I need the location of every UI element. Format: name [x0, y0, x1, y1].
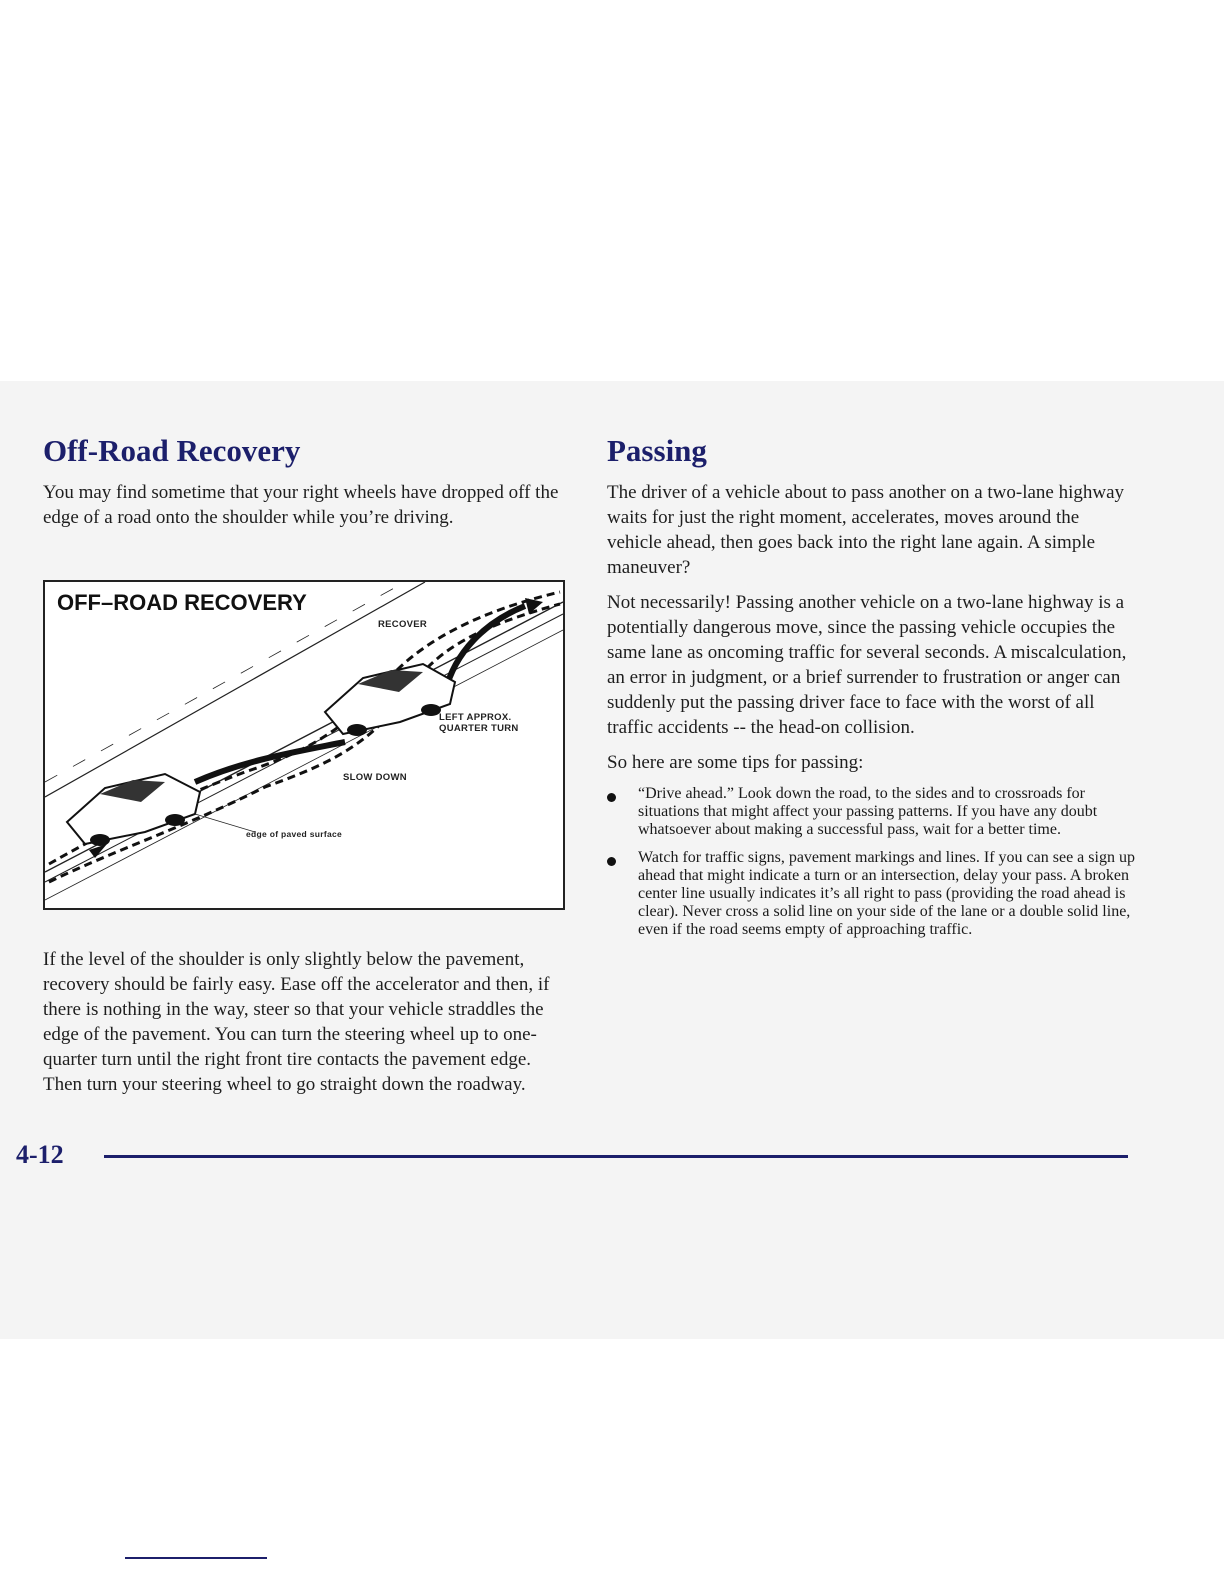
label-left-approx: LEFT APPROX.: [439, 712, 512, 723]
list-item: “Drive ahead.” Look down the road, to th…: [607, 785, 1137, 839]
left-column-continued: If the level of the shoulder is only sli…: [43, 947, 568, 1107]
bullet-icon: [607, 793, 616, 802]
tip-text: Watch for traffic signs, pavement markin…: [638, 849, 1135, 938]
section-title-passing: Passing: [607, 433, 707, 468]
tip-text: “Drive ahead.” Look down the road, to th…: [638, 785, 1098, 838]
recover-arrowhead: [525, 598, 543, 614]
figure-title: OFF–ROAD RECOVERY: [53, 590, 311, 616]
section-title-off-road-recovery: Off-Road Recovery: [43, 433, 301, 468]
passing-paragraph-1: The driver of a vehicle about to pass an…: [607, 482, 1125, 578]
shoulder-recovery-paragraph: If the level of the shoulder is only sli…: [43, 949, 550, 1095]
list-item: Watch for traffic signs, pavement markin…: [607, 849, 1137, 939]
passing-tips-list: “Drive ahead.” Look down the road, to th…: [607, 785, 1137, 939]
slow-down-arrow: [193, 739, 346, 785]
label-quarter-turn: QUARTER TURN: [439, 723, 519, 734]
off-road-recovery-illustration: OFF–ROAD RECOVERY RECOVER LEFT APPROX. Q…: [43, 580, 565, 910]
left-column: Off-Road Recovery You may find sometime …: [43, 432, 568, 540]
recover-arrow: [442, 603, 527, 693]
car-front-icon: [323, 662, 457, 736]
intro-paragraph: You may find sometime that your right wh…: [43, 482, 559, 528]
label-edge-of-paved-surface: edge of paved surface: [246, 829, 343, 839]
road-center-line: [45, 582, 426, 798]
passing-paragraph-3: So here are some tips for passing:: [607, 752, 864, 773]
passing-paragraph-2: Not necessarily! Passing another vehicle…: [607, 592, 1127, 738]
car-rear-icon: [65, 772, 202, 846]
road-diagram: [45, 582, 563, 901]
label-recover: RECOVER: [378, 619, 428, 630]
road-lane-dash: [45, 582, 406, 783]
right-column: Passing The driver of a vehicle about to…: [607, 432, 1137, 949]
page-number: 4-12: [16, 1140, 64, 1169]
shoulder-outer-line: [45, 629, 563, 901]
start-arrowhead: [89, 844, 107, 858]
recovery-path-inner: [48, 602, 561, 884]
bullet-icon: [607, 857, 616, 866]
bottom-link-underline: [125, 1557, 267, 1559]
label-slow-down: SLOW DOWN: [343, 772, 407, 783]
footer-rule: [104, 1155, 1128, 1158]
edge-leader-line: [194, 813, 256, 833]
